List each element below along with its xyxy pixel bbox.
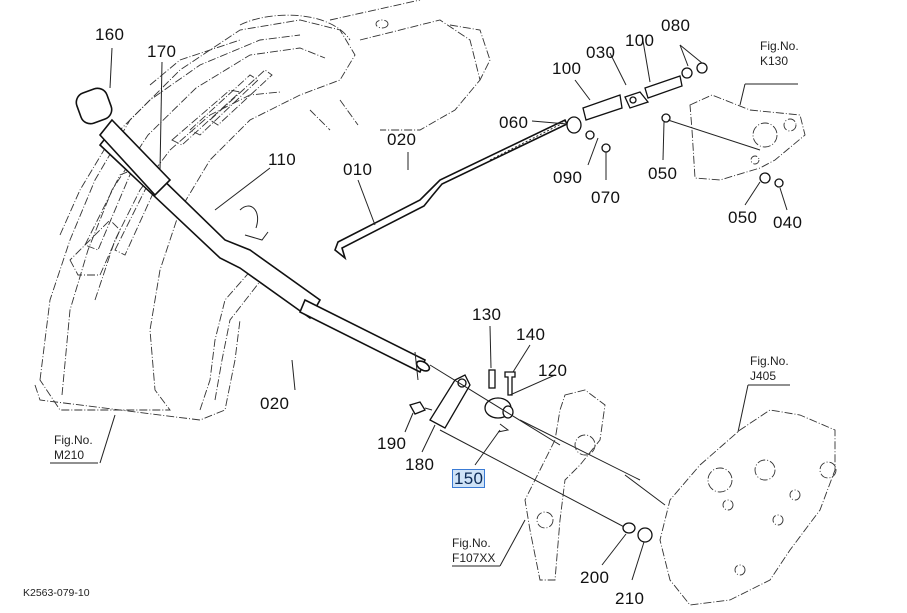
figref-k130[interactable]: Fig.No. K130 xyxy=(760,39,799,69)
callout-070[interactable]: 070 xyxy=(591,188,621,207)
callout-180[interactable]: 180 xyxy=(405,455,435,474)
hand-lever-110 xyxy=(75,87,322,320)
figref-f107xx[interactable]: Fig.No. F107XX xyxy=(452,536,495,566)
callout-010[interactable]: 010 xyxy=(343,160,373,179)
callout-050-lower[interactable]: 050 xyxy=(728,208,758,227)
callout-100-right[interactable]: 100 xyxy=(625,31,655,50)
callout-100-left[interactable]: 100 xyxy=(552,59,582,78)
lower-linkage xyxy=(409,364,641,531)
lever-shaft xyxy=(298,298,431,381)
figref-j405-line1: Fig.No. xyxy=(750,354,789,368)
callout-040[interactable]: 040 xyxy=(773,213,803,232)
callout-200[interactable]: 200 xyxy=(580,568,610,587)
callout-050-upper[interactable]: 050 xyxy=(648,164,678,183)
callout-150-selected[interactable]: 150 xyxy=(452,469,486,488)
figref-m210-line1: Fig.No. xyxy=(54,433,93,447)
figref-j405-line2: J405 xyxy=(750,369,777,383)
callout-080[interactable]: 080 xyxy=(661,16,691,35)
callout-110[interactable]: 110 xyxy=(268,150,297,169)
figref-k130-line1: Fig.No. xyxy=(760,39,799,53)
governor-plate-f107xx xyxy=(524,389,606,581)
callout-060[interactable]: 060 xyxy=(499,113,529,132)
figref-m210[interactable]: Fig.No. M210 xyxy=(54,433,93,463)
callout-210[interactable]: 210 xyxy=(615,589,645,608)
figref-k130-line2: K130 xyxy=(760,54,789,68)
callout-140[interactable]: 140 xyxy=(516,325,546,344)
callout-090[interactable]: 090 xyxy=(553,168,583,187)
figref-f107xx-line2: F107XX xyxy=(452,551,496,565)
bracket-k130 xyxy=(667,94,806,188)
rod-end-assembly xyxy=(566,62,708,153)
leader-lines xyxy=(50,34,798,581)
callout-160[interactable]: 160 xyxy=(95,25,125,44)
figref-j405[interactable]: Fig.No. J405 xyxy=(750,354,789,384)
pump-j405 xyxy=(624,409,837,606)
fender-panel xyxy=(34,0,491,421)
callout-020-upper[interactable]: 020 xyxy=(387,130,417,149)
figref-f107xx-line1: Fig.No. xyxy=(452,536,491,550)
callout-120[interactable]: 120 xyxy=(538,361,568,380)
callout-030[interactable]: 030 xyxy=(586,43,616,62)
drawing-code: K2563-079-10 xyxy=(23,587,90,599)
callout-020-lower[interactable]: 020 xyxy=(260,394,290,413)
figref-m210-line2: M210 xyxy=(54,448,85,462)
callout-190[interactable]: 190 xyxy=(377,434,407,453)
callout-130[interactable]: 130 xyxy=(472,305,502,324)
callout-170[interactable]: 170 xyxy=(147,42,177,61)
throttle-rod-010 xyxy=(334,118,569,261)
nuts-200-210 xyxy=(622,522,653,543)
